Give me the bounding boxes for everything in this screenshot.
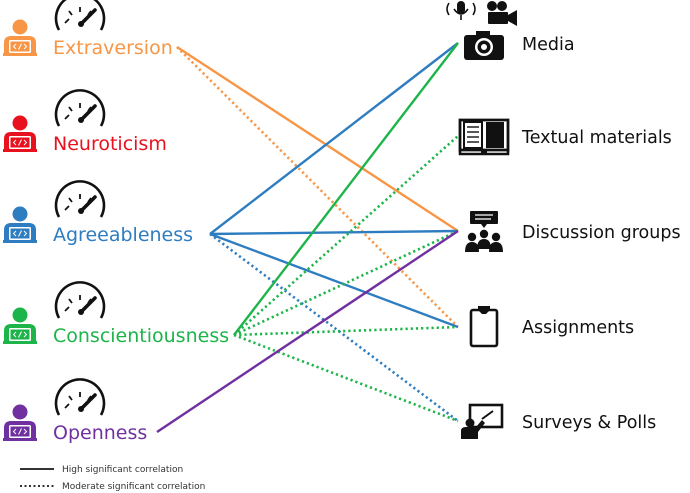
trait-label-agreeableness: Agreeableness (53, 224, 193, 246)
discussion-group-icon (465, 211, 503, 252)
speedometer-icon (54, 0, 106, 31)
person-laptop-icon (3, 206, 37, 243)
target-media: Media (446, 1, 575, 60)
target-surveys: Surveys & Polls (461, 403, 656, 439)
connection-conscientiousness-surveys (233, 333, 459, 423)
trait-list: ExtraversionNeuroticismAgreeablenessCons… (3, 0, 229, 444)
person-laptop-icon (3, 404, 37, 441)
connection-agreeableness-assignments (209, 232, 459, 329)
speedometer-icon (54, 378, 106, 416)
media-icon (446, 1, 517, 60)
trait-conscientiousness: Conscientiousness (3, 281, 229, 347)
trait-neuroticism: Neuroticism (3, 89, 167, 155)
trait-label-openness: Openness (53, 422, 147, 444)
connection-conscientiousness-textual (233, 135, 459, 336)
trait-label-extraversion: Extraversion (53, 37, 173, 59)
target-assignments: Assignments (469, 306, 634, 348)
target-label-discussion: Discussion groups (522, 223, 681, 243)
person-laptop-icon (3, 115, 37, 152)
legend: High significant correlation Moderate si… (20, 465, 205, 492)
target-discussion: Discussion groups (465, 211, 681, 252)
connection-openness-discussion (156, 230, 459, 433)
person-laptop-icon (3, 307, 37, 344)
target-label-assignments: Assignments (522, 318, 634, 338)
speedometer-icon (54, 281, 106, 319)
connection-conscientiousness-assignments (233, 325, 459, 337)
connection-conscientiousness-discussion (233, 229, 459, 337)
target-textual: Textual materials (458, 118, 672, 156)
presentation-icon (461, 403, 504, 439)
trait-openness: Openness (3, 378, 147, 444)
legend-high-label: High significant correlation (62, 465, 183, 475)
clipboard-icon (469, 306, 499, 348)
target-label-media: Media (522, 35, 575, 55)
target-label-surveys: Surveys & Polls (522, 413, 656, 433)
book-icon (458, 118, 510, 156)
connection-agreeableness-surveys (209, 232, 459, 423)
connection-lines (156, 42, 459, 433)
target-label-textual: Textual materials (521, 128, 672, 148)
person-laptop-icon (3, 19, 37, 56)
trait-label-conscientiousness: Conscientiousness (53, 325, 229, 347)
trait-agreeableness: Agreeableness (3, 180, 193, 246)
speedometer-icon (54, 180, 106, 218)
connection-conscientiousness-media (233, 42, 459, 336)
connection-agreeableness-media (209, 42, 459, 235)
trait-extraversion: Extraversion (3, 0, 173, 59)
connection-agreeableness-discussion (209, 229, 459, 236)
legend-moderate-label: Moderate significant correlation (62, 482, 205, 492)
speedometer-icon (54, 89, 106, 127)
connection-extraversion-discussion (176, 45, 459, 233)
connection-extraversion-assignments (176, 46, 459, 328)
trait-label-neuroticism: Neuroticism (53, 133, 167, 155)
